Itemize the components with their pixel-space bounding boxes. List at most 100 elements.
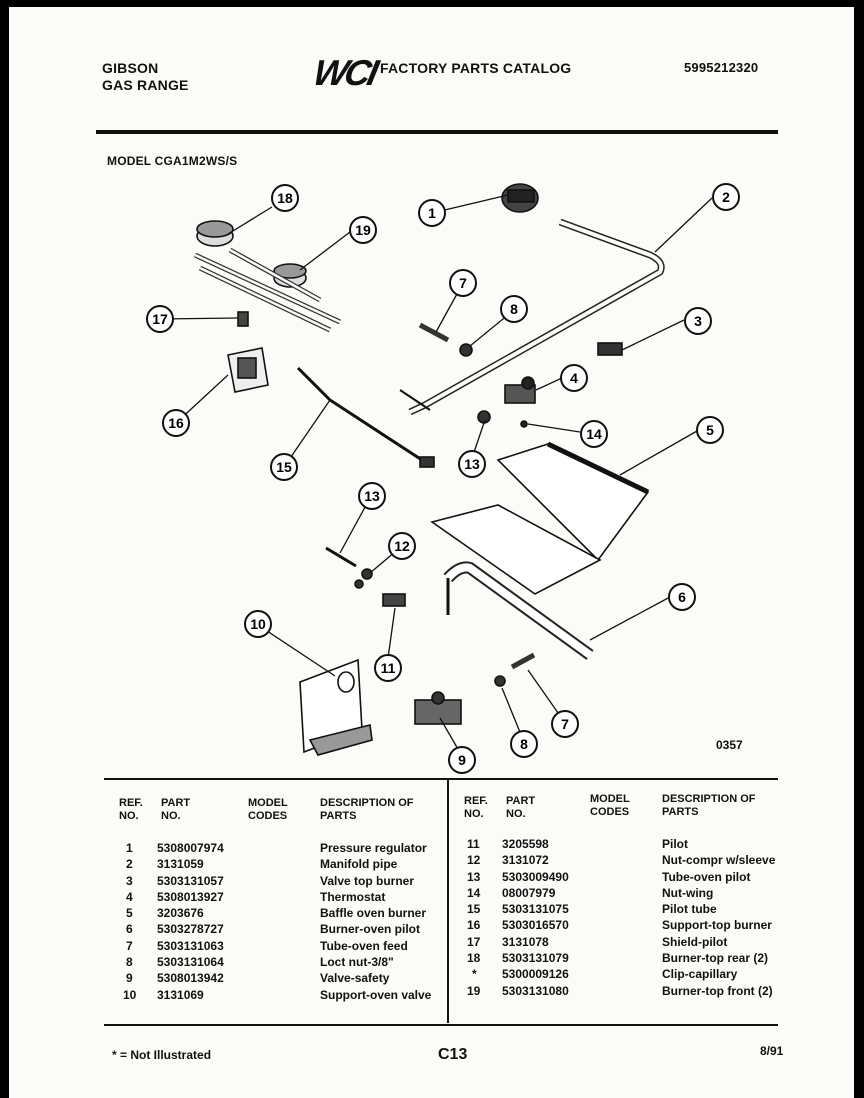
callout-label: 5 — [706, 422, 714, 438]
callout-2: 2 — [712, 183, 740, 211]
part-no: 5308007974 — [157, 841, 224, 855]
ref-no: 14 — [467, 885, 481, 900]
part-description: Valve top burner — [320, 873, 415, 888]
part-no: 3131069 — [157, 987, 204, 1002]
parts-list-right: 11 3205598 Pilot 1 2 3131072 Nut-compr w/slee… — [0, 836, 864, 999]
callout-7-upper: 7 — [449, 269, 477, 297]
callout-label: 7 — [561, 716, 569, 732]
part-description: Baffle oven burner — [320, 906, 427, 921]
header-codes-right: MODEL CODES — [590, 793, 630, 818]
part-description: Support-oven valve — [320, 987, 432, 1002]
ref-no: 9 — [126, 971, 133, 986]
not-illustrated-note: * = Not Illustrated — [112, 1048, 212, 1062]
part-no: 08007979 — [502, 885, 556, 900]
table-row: 10 3131069 Support-oven valve — [0, 987, 447, 1003]
callout-15: 15 — [270, 453, 298, 481]
callout-19: 19 — [349, 216, 377, 244]
part-description: Burner-top rear (2) — [662, 951, 769, 966]
callout-label: 16 — [168, 415, 184, 431]
model-number: MODEL CGA1M2WS/S — [107, 154, 238, 168]
part-description: Manifold pipe — [320, 857, 398, 872]
part-no: 5303131064 — [157, 955, 224, 970]
part-no: 5303278727 — [157, 922, 224, 937]
header-desc-left: DESCRIPTION OF PARTS — [320, 797, 414, 822]
table-row: 17 3131078 Shield-pilot — [0, 934, 864, 950]
callout-18: 18 — [271, 184, 299, 212]
ref-no: * — [472, 967, 477, 982]
callout-14: 14 — [580, 420, 608, 448]
header-ref-right: REF. NO. — [464, 795, 488, 820]
callout-13-lower: 13 — [358, 482, 386, 510]
table-divider — [447, 779, 449, 1023]
part-no: 3203676 — [157, 906, 204, 921]
callout-10: 10 — [244, 610, 272, 638]
part-description: Pilot tube — [662, 902, 717, 917]
catalog-page — [9, 7, 854, 1098]
callout-6: 6 — [668, 583, 696, 611]
callout-label: 13 — [464, 456, 480, 472]
part-description: Shield-pilot — [662, 934, 728, 949]
callout-label: 10 — [250, 616, 266, 632]
callout-label: 4 — [570, 370, 578, 386]
callout-label: 8 — [520, 736, 528, 752]
ref-no: 2 — [126, 857, 133, 872]
brand-name: GIBSON — [102, 60, 159, 76]
part-no: 5303131057 — [157, 873, 224, 888]
ref-no: 18 — [467, 951, 481, 966]
table-row: 18 5303131079 Burner-top rear (2) — [0, 950, 864, 966]
header-part-right: PART NO. — [506, 795, 536, 820]
ref-no: 19 — [467, 983, 481, 998]
header-desc-right: DESCRIPTION OF PARTS — [662, 793, 756, 818]
header-rule — [96, 130, 778, 134]
part-no: 5308013927 — [157, 889, 224, 904]
part-no: 5303131080 — [502, 983, 569, 998]
callout-11: 11 — [374, 654, 402, 682]
part-description: Pilot — [662, 837, 688, 851]
ref-no: 7 — [126, 938, 133, 953]
callout-3: 3 — [684, 307, 712, 335]
callout-label: 8 — [510, 301, 518, 317]
part-no: 5303016570 — [502, 918, 569, 933]
callout-label: 15 — [276, 459, 292, 475]
table-top-rule — [104, 778, 778, 780]
header-ref-left: REF. NO. — [119, 797, 143, 822]
callout-7-lower: 7 — [551, 710, 579, 738]
part-no: 5303131063 — [157, 938, 224, 953]
ref-no: 11 — [467, 837, 480, 851]
ref-no: 10 — [123, 987, 137, 1002]
header-codes-left: MODEL CODES — [248, 797, 288, 822]
part-no: 3131072 — [502, 853, 549, 868]
table-row: 11 3205598 Pilot — [0, 836, 864, 852]
table-row: 14 08007979 Nut-wing — [0, 885, 864, 901]
callout-1: 1 — [418, 199, 446, 227]
exploded-parts-diagram: 1 2 3 4 5 6 7 8 7 8 9 10 11 12 13 13 14 … — [146, 183, 740, 774]
callout-label: 17 — [152, 311, 168, 327]
diagram-parts — [193, 183, 665, 756]
callout-label: 3 — [694, 313, 702, 329]
ref-no: 17 — [467, 934, 481, 949]
callout-17: 17 — [146, 305, 174, 333]
part-no: 3131078 — [502, 934, 549, 949]
ref-no: 1 — [126, 841, 133, 855]
callouts: 1 2 3 4 5 6 7 8 7 8 9 10 11 12 13 13 14 … — [146, 183, 740, 774]
part-no: 3205598 — [502, 837, 549, 851]
part-no: 5303131079 — [502, 951, 569, 966]
part-description: Nut-compr w/sleeve — [662, 853, 776, 868]
part-no: 5308013942 — [157, 971, 224, 986]
part-description: Loct nut-3/8" — [320, 955, 394, 970]
callout-label: 9 — [458, 752, 466, 768]
part-no: 5303009490 — [502, 869, 569, 884]
part-description: Nut-wing — [662, 885, 714, 900]
callout-label: 18 — [277, 190, 293, 206]
callout-label: 12 — [394, 538, 410, 554]
ref-no: 16 — [467, 918, 481, 933]
